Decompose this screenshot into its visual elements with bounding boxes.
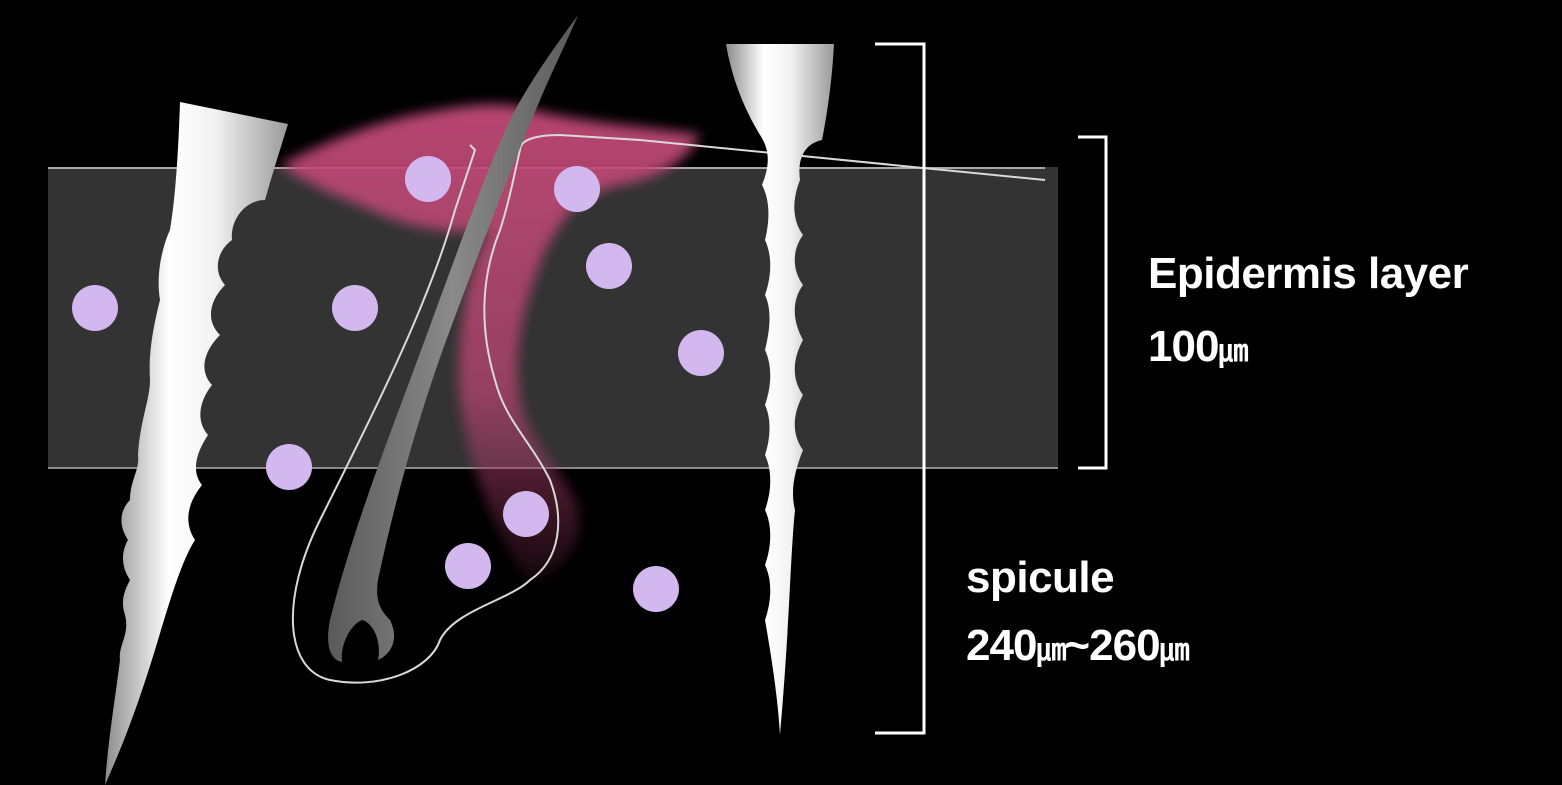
particle — [586, 243, 632, 289]
epidermis-layer-label: Epidermis layer — [1148, 252, 1468, 296]
epidermis-thickness: 100㎛ — [1148, 325, 1246, 369]
particle — [554, 166, 600, 212]
spicule-range-separator: ~ — [1064, 621, 1089, 670]
particle — [678, 330, 724, 376]
particle — [72, 285, 118, 331]
spicule-range-start-unit: ㎛ — [1036, 634, 1064, 667]
particle — [503, 491, 549, 537]
spicule-range-end: 260 — [1089, 621, 1159, 670]
spicule-range-end-unit: ㎛ — [1160, 634, 1188, 667]
spicule-length-range: 240㎛~260㎛ — [966, 624, 1188, 668]
particle — [266, 444, 312, 490]
spicule-range-start: 240 — [966, 621, 1036, 670]
epidermis-bracket — [1078, 137, 1106, 468]
particle — [633, 566, 679, 612]
particle — [405, 156, 451, 202]
particle — [332, 285, 378, 331]
particle — [445, 543, 491, 589]
epidermis-thickness-number: 100 — [1148, 322, 1218, 371]
spicule-label: spicule — [966, 556, 1114, 600]
epidermis-thickness-unit: ㎛ — [1218, 335, 1246, 368]
